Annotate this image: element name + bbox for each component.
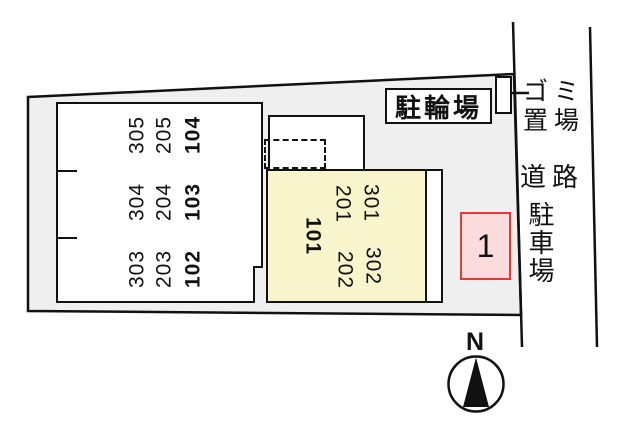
garbage-label-line2: 置場 [523, 107, 586, 135]
garbage-area-label: ゴミ 置場 [523, 78, 585, 136]
unit-number: 205 [152, 115, 176, 155]
garbage-bin-box [495, 76, 512, 114]
parking-lot-label: 駐車場 [525, 201, 555, 285]
entrance-canopy-dashed [264, 139, 326, 169]
balcony-divider [57, 237, 77, 239]
unit-number: 301 [359, 183, 383, 223]
unit-number: 104 [181, 115, 205, 155]
garbage-label-line1: ゴミ [523, 78, 586, 106]
right-building-units-area [265, 168, 427, 303]
unit-number: 201 [331, 184, 355, 224]
unit-number: 303 [125, 249, 149, 289]
unit-number: 202 [333, 250, 357, 290]
bicycle-parking-label: 駐輪場 [385, 88, 492, 124]
parking-stall-1: 1 [460, 212, 511, 280]
left-building [56, 102, 263, 303]
compass-needle-icon [463, 357, 489, 407]
road-label: 道路 [520, 162, 585, 192]
unit-number: 203 [152, 249, 176, 289]
unit-number: 204 [152, 182, 176, 222]
road-edge-left [511, 21, 524, 348]
building-notch [253, 266, 263, 303]
unit-number: 304 [125, 182, 149, 222]
road-edge-right [588, 26, 599, 348]
balcony-divider [57, 170, 77, 172]
unit-number: 305 [125, 115, 149, 155]
unit-number: 101 [301, 216, 325, 256]
right-building [265, 168, 443, 303]
unit-number: 103 [181, 182, 205, 222]
compass-north-label: N [465, 328, 485, 356]
unit-number: 302 [361, 246, 385, 286]
unit-number: 102 [181, 249, 205, 289]
entrance-block [268, 115, 365, 171]
